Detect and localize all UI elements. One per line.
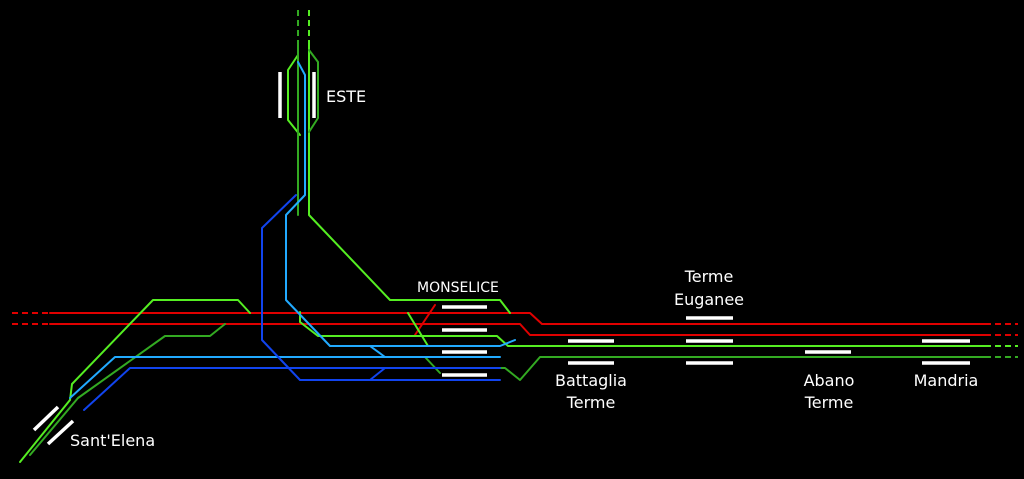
green-light-monselice-loop bbox=[299, 311, 986, 347]
station-label-terme-euganee-line1: Terme bbox=[684, 267, 734, 286]
green-dark-este-bypass bbox=[308, 49, 319, 133]
green-light-este-track bbox=[308, 44, 511, 314]
platform-santelena-1 bbox=[32, 405, 60, 432]
station-label-monselice: MONSELICE bbox=[417, 280, 499, 296]
station-label-este: ESTE bbox=[326, 87, 366, 106]
green-light-este-bypass bbox=[287, 54, 301, 136]
blue-light-crossover bbox=[369, 345, 386, 358]
red-track-upper bbox=[49, 312, 986, 325]
station-label-battaglia-line2: Terme bbox=[566, 393, 616, 412]
platforms bbox=[32, 72, 970, 446]
green-light-crossover bbox=[407, 312, 429, 347]
green-dark-main-track bbox=[29, 323, 226, 456]
platform-santelena-2 bbox=[46, 419, 75, 446]
station-label-battaglia-line1: Battaglia bbox=[555, 371, 627, 390]
blue-dark-main-track bbox=[83, 367, 501, 411]
station-label-santelena: Sant'Elena bbox=[70, 431, 155, 450]
station-label-terme-euganee-line2: Euganee bbox=[674, 290, 744, 309]
blue-dark-crossover bbox=[369, 367, 386, 381]
green-light-line-group bbox=[19, 10, 1018, 463]
station-label-abano-line2: Terme bbox=[804, 393, 854, 412]
green-dark-crossover bbox=[424, 356, 441, 374]
blue-light-main-track bbox=[69, 356, 501, 399]
station-label-mandria: Mandria bbox=[914, 371, 979, 390]
green-light-main-track bbox=[19, 299, 251, 463]
red-line-group bbox=[12, 304, 1018, 336]
red-track-lower bbox=[49, 323, 986, 336]
blue-light-este-track bbox=[285, 61, 516, 347]
blue-light-line-group bbox=[69, 61, 516, 399]
blue-dark-este-track bbox=[261, 194, 501, 381]
station-label-abano-line1: Abano bbox=[804, 371, 855, 390]
blue-dark-line-group bbox=[83, 194, 501, 411]
green-dark-line-group bbox=[29, 10, 1018, 456]
